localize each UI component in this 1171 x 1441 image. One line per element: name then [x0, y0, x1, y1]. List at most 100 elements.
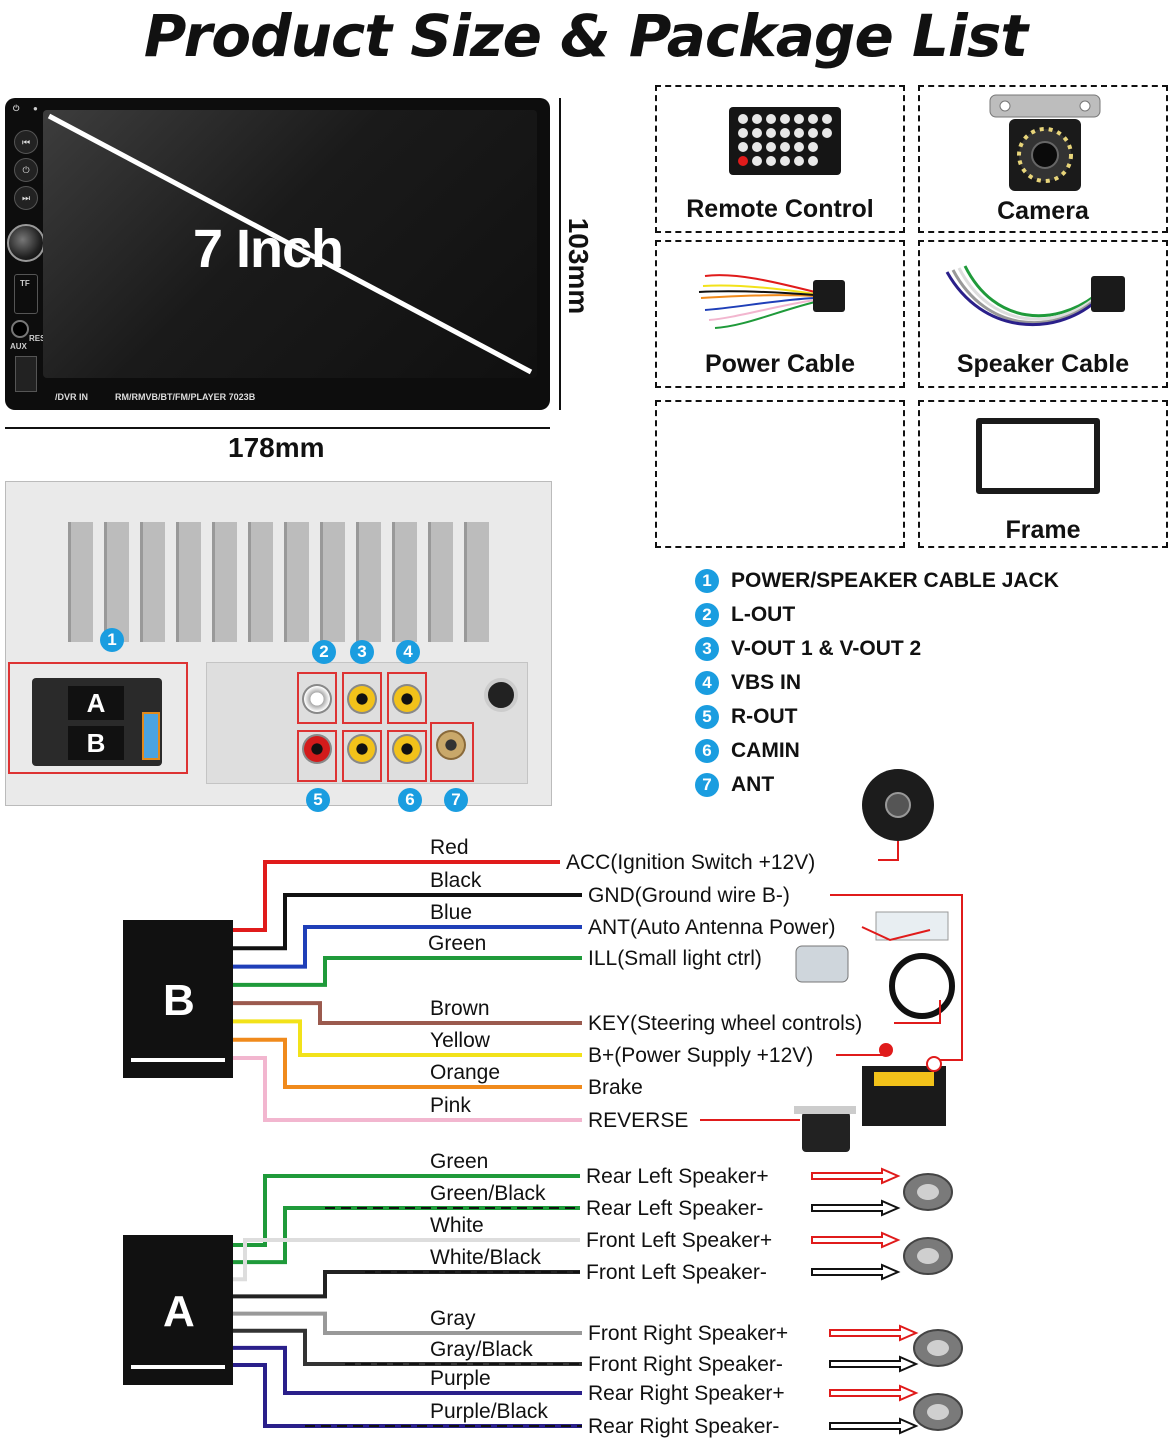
package-label: Speaker Cable	[956, 350, 1130, 378]
wire-a-3	[233, 1270, 580, 1299]
wire-function-label: B+(Power Supply +12V)	[588, 1044, 813, 1067]
tf-label: TF	[20, 279, 30, 288]
wire-color-label: Blue	[430, 901, 472, 924]
package-speaker-cable: Speaker Cable	[918, 240, 1168, 388]
screen-size-label: 7 Inch	[193, 219, 344, 279]
aux-label: AUX	[10, 342, 27, 351]
speaker-arrow	[829, 1417, 919, 1435]
rca-box-ant	[430, 722, 474, 782]
legend-label: CAMIN	[731, 739, 800, 762]
package-remote-control: Remote Control	[655, 85, 905, 233]
wire-function-label: Rear Right Speaker+	[588, 1382, 785, 1405]
fuse	[142, 712, 160, 760]
rca-v-out1	[347, 684, 377, 714]
wire-color-label: Red	[430, 836, 469, 859]
ir-sensor-icon: ●	[33, 104, 38, 113]
power-mode-icon: ⏻	[14, 158, 38, 182]
battery-plus-icon	[879, 1043, 893, 1057]
legend-item: 7 ANT	[695, 770, 774, 800]
package-label: Remote Control	[686, 195, 874, 223]
wire-color-label: Green	[428, 932, 486, 955]
wire-color-label: Purple	[430, 1367, 491, 1390]
wire-function-label: Rear Right Speaker-	[588, 1415, 779, 1438]
iso-connector: A B	[32, 678, 162, 766]
rca-box-vbs-in	[387, 672, 427, 724]
connector-a-block	[123, 1235, 233, 1385]
legend-number: 3	[695, 637, 719, 661]
legend-number: 6	[695, 739, 719, 763]
legend-number: 1	[695, 569, 719, 593]
legend-item: 2 L-OUT	[695, 600, 795, 630]
reverse-camera-icon	[802, 1112, 850, 1152]
wire-b-1	[233, 893, 582, 951]
speaker-arrow	[811, 1231, 901, 1249]
package-power-cable: Power Cable	[655, 240, 905, 388]
wire-function-label: Front Right Speaker-	[588, 1353, 783, 1376]
wire-color-label: Gray/Black	[430, 1338, 533, 1361]
wire-b-3	[233, 956, 582, 987]
legend-label: L-OUT	[731, 603, 796, 626]
heatsink-fin	[428, 522, 453, 642]
heatsink-fin	[320, 522, 345, 642]
rear-plate	[206, 662, 528, 784]
speaker-arrow	[811, 1199, 901, 1217]
camera-icon	[989, 94, 1101, 191]
rca-box-camin	[387, 730, 427, 782]
callout-4: 4	[396, 640, 420, 664]
antenna-icon	[875, 911, 949, 941]
wire-color-label: Gray	[430, 1307, 476, 1330]
wire-a-6	[233, 1345, 582, 1395]
legend-label: R-OUT	[731, 705, 798, 728]
wire-function-label: Rear Left Speaker-	[586, 1197, 763, 1220]
ignition-key-hole	[885, 792, 911, 818]
legend-item: 1 POWER/SPEAKER CABLE JACK	[695, 566, 1059, 596]
speaker-arrow	[829, 1324, 919, 1342]
wire-b-0	[233, 860, 560, 932]
speaker-arrow	[811, 1263, 901, 1281]
connector-a-stripe	[131, 1365, 225, 1369]
connector-b-label: B	[68, 726, 124, 760]
speaker-cone	[917, 1248, 939, 1264]
package-empty	[655, 400, 905, 548]
wire-color-label: Orange	[430, 1061, 500, 1084]
rca-vbs-in	[392, 684, 422, 714]
rca-l-out	[302, 684, 332, 714]
package-frame: Frame	[918, 400, 1168, 548]
wire-function-label: Front Left Speaker+	[586, 1229, 772, 1252]
heatsink-fin	[176, 522, 201, 642]
front-panel-image: ⏻ ● ⏮ ⏻ ⏭ TF AUX RES 7 Inch /DVR IN RM/R…	[5, 98, 550, 410]
model-label: RM/RMVB/BT/FM/PLAYER 7023B	[115, 392, 256, 402]
screen-diagonal	[47, 113, 533, 375]
heatsink-fin	[284, 522, 309, 642]
wire-a-2	[233, 1238, 580, 1282]
wire-function-label: Front Left Speaker-	[586, 1261, 767, 1284]
legend-item: 5 R-OUT	[695, 702, 798, 732]
heatsink-fin	[464, 522, 489, 642]
rca-camin	[392, 734, 422, 764]
heatsink-fin	[68, 522, 93, 642]
callout-1: 1	[100, 628, 124, 652]
legend-label: V-OUT 1 & V-OUT 2	[731, 637, 922, 660]
wire-function-label: Brake	[588, 1076, 643, 1099]
wire-color-label: Black	[430, 869, 482, 892]
legend-item: 6 CAMIN	[695, 736, 800, 766]
headlight-icon	[795, 945, 849, 983]
heatsink-fin	[392, 522, 417, 642]
speaker-cone	[927, 1404, 949, 1420]
wire-b-7	[233, 1056, 582, 1122]
heatsink-fin	[104, 522, 129, 642]
callout-5: 5	[306, 788, 330, 812]
gps-jack	[484, 678, 518, 712]
reverse-camera-mount	[794, 1106, 856, 1114]
legend-number: 5	[695, 705, 719, 729]
wire-b-5	[233, 1019, 582, 1057]
rca-box-l-out	[297, 672, 337, 724]
wire-color-label: Brown	[430, 997, 490, 1020]
wire-function-label: ANT(Auto Antenna Power)	[588, 916, 835, 939]
res-label: RES	[29, 334, 46, 343]
package-label: Frame	[1005, 516, 1081, 544]
next-track-icon: ⏭	[14, 186, 38, 210]
screen: 7 Inch	[43, 110, 537, 378]
wire-color-label: White	[430, 1214, 484, 1237]
speaker-arrow	[811, 1167, 901, 1185]
